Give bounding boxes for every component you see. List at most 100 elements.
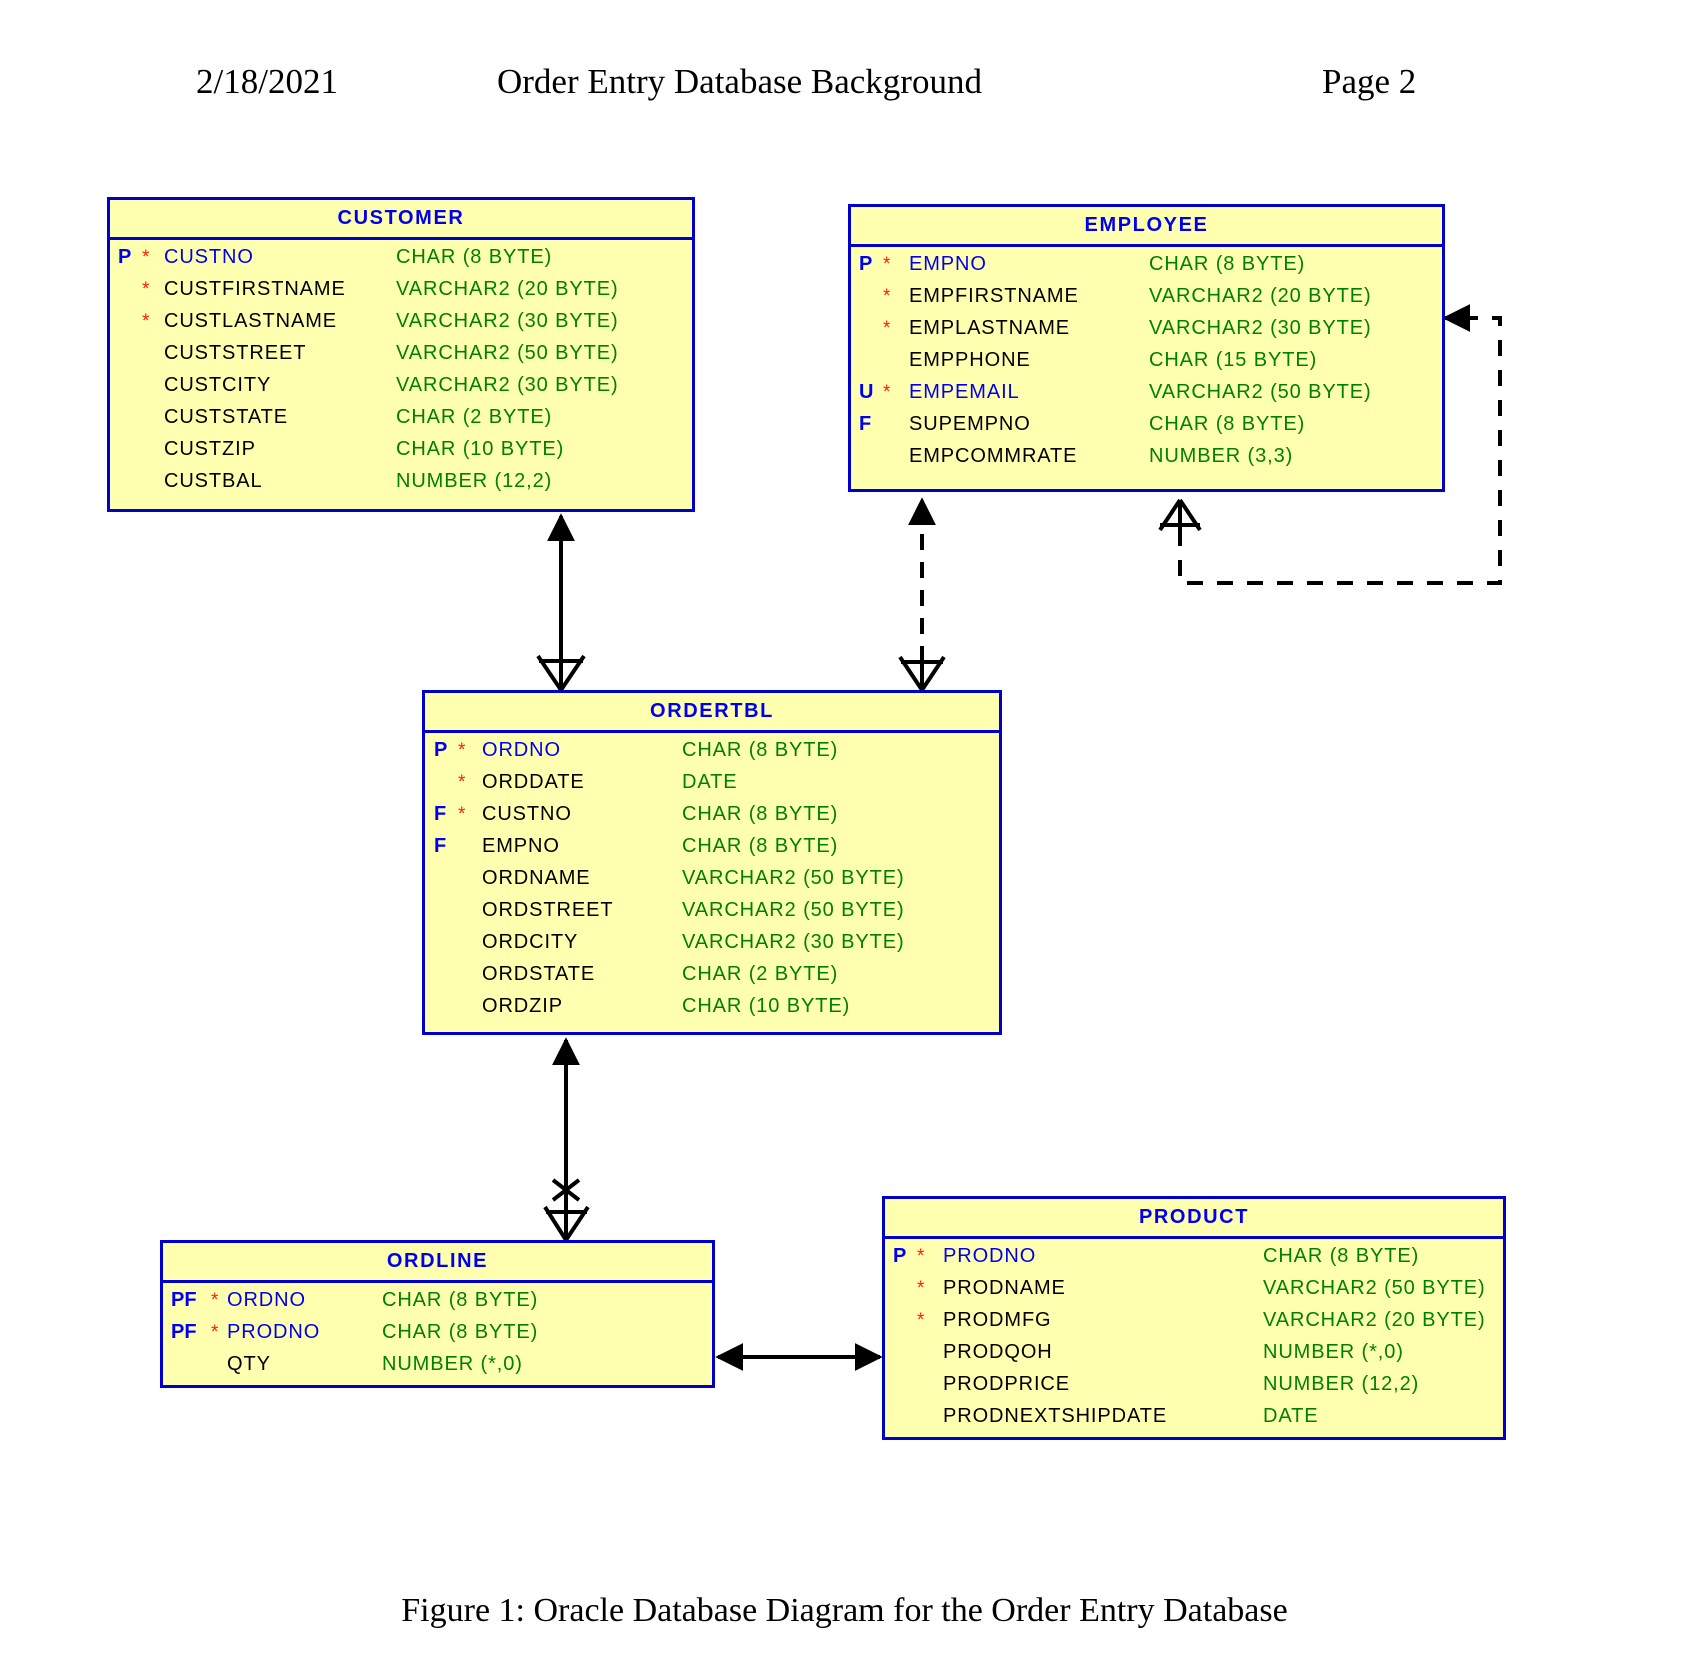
entity-title-ordline: ORDLINE <box>163 1243 712 1283</box>
entity-ordline[interactable]: ORDLINE PF * ORDNO CHAR (8 BYTE) PF * PR… <box>160 1240 715 1388</box>
attribute-name: QTY <box>227 1353 271 1375</box>
required-marker: * <box>458 804 467 825</box>
attribute-name: CUSTSTATE <box>164 406 289 428</box>
attribute-type: VARCHAR2 (30 BYTE) <box>682 931 905 953</box>
attribute-type: CHAR (15 BYTE) <box>1149 349 1318 371</box>
key-flag: F <box>434 835 448 857</box>
attribute-type: DATE <box>682 771 738 793</box>
attribute-type: NUMBER (*,0) <box>1263 1341 1404 1363</box>
attribute-type: VARCHAR2 (20 BYTE) <box>1149 285 1372 307</box>
attribute-row: QTY NUMBER (*,0) <box>163 1353 712 1385</box>
header-title: Order Entry Database Background <box>497 62 982 101</box>
attribute-name: CUSTZIP <box>164 438 256 460</box>
entity-employee[interactable]: EMPLOYEE P * EMPNO CHAR (8 BYTE) * EMPFI… <box>848 204 1445 492</box>
attribute-name: SUPEMPNO <box>909 413 1031 435</box>
attribute-row: P * ORDNO CHAR (8 BYTE) <box>425 739 999 771</box>
attribute-name: ORDNO <box>227 1289 306 1311</box>
attribute-name: PRODNEXTSHIPDATE <box>943 1405 1168 1427</box>
attribute-type: CHAR (8 BYTE) <box>396 246 553 268</box>
required-marker: * <box>917 1278 926 1299</box>
entity-attributes-ordertbl: P * ORDNO CHAR (8 BYTE) * ORDDATE DATE F… <box>425 733 999 1035</box>
attribute-type: VARCHAR2 (30 BYTE) <box>1149 317 1372 339</box>
attribute-row: ORDZIP CHAR (10 BYTE) <box>425 995 999 1027</box>
entity-customer[interactable]: CUSTOMER P * CUSTNO CHAR (8 BYTE) * CUST… <box>107 197 695 512</box>
attribute-row: * EMPFIRSTNAME VARCHAR2 (20 BYTE) <box>851 285 1442 317</box>
attribute-name: EMPNO <box>909 253 987 275</box>
attribute-name: PRODNO <box>943 1245 1037 1267</box>
required-marker: * <box>883 286 892 307</box>
required-marker: * <box>883 318 892 339</box>
connector-employee-ordertbl <box>898 497 946 692</box>
attribute-name: CUSTSTREET <box>164 342 307 364</box>
attribute-row: ORDSTATE CHAR (2 BYTE) <box>425 963 999 995</box>
attribute-row: EMPPHONE CHAR (15 BYTE) <box>851 349 1442 381</box>
attribute-row: CUSTBAL NUMBER (12,2) <box>110 470 692 502</box>
attribute-name: CUSTFIRSTNAME <box>164 278 346 300</box>
header-date: 2/18/2021 <box>196 62 338 101</box>
entity-ordertbl[interactable]: ORDERTBL P * ORDNO CHAR (8 BYTE) * ORDDA… <box>422 690 1002 1035</box>
attribute-row: PRODPRICE NUMBER (12,2) <box>885 1373 1503 1405</box>
attribute-type: NUMBER (12,2) <box>396 470 553 492</box>
attribute-type: VARCHAR2 (50 BYTE) <box>1149 381 1372 403</box>
entity-attributes-product: P * PRODNO CHAR (8 BYTE) * PRODNAME VARC… <box>885 1239 1503 1445</box>
attribute-row: EMPCOMMRATE NUMBER (3,3) <box>851 445 1442 477</box>
attribute-row: PF * ORDNO CHAR (8 BYTE) <box>163 1289 712 1321</box>
attribute-row: ORDCITY VARCHAR2 (30 BYTE) <box>425 931 999 963</box>
attribute-type: NUMBER (*,0) <box>382 1353 523 1375</box>
key-flag: P <box>434 739 449 761</box>
entity-title-ordertbl: ORDERTBL <box>425 693 999 733</box>
attribute-type: CHAR (2 BYTE) <box>682 963 839 985</box>
entity-attributes-customer: P * CUSTNO CHAR (8 BYTE) * CUSTFIRSTNAME… <box>110 240 692 510</box>
attribute-type: VARCHAR2 (30 BYTE) <box>396 374 619 396</box>
attribute-type: CHAR (8 BYTE) <box>1149 253 1306 275</box>
attribute-type: VARCHAR2 (50 BYTE) <box>682 867 905 889</box>
entity-title-customer: CUSTOMER <box>110 200 692 240</box>
attribute-name: ORDSTATE <box>482 963 596 985</box>
entity-product[interactable]: PRODUCT P * PRODNO CHAR (8 BYTE) * PRODN… <box>882 1196 1506 1440</box>
attribute-name: ORDCITY <box>482 931 579 953</box>
attribute-row: U * EMPEMAIL VARCHAR2 (50 BYTE) <box>851 381 1442 413</box>
attribute-name: ORDNO <box>482 739 561 761</box>
entity-attributes-employee: P * EMPNO CHAR (8 BYTE) * EMPFIRSTNAME V… <box>851 247 1442 485</box>
attribute-type: CHAR (8 BYTE) <box>682 803 839 825</box>
attribute-name: ORDDATE <box>482 771 585 793</box>
attribute-row: ORDSTREET VARCHAR2 (50 BYTE) <box>425 899 999 931</box>
key-flag: PF <box>171 1289 197 1311</box>
attribute-row: F SUPEMPNO CHAR (8 BYTE) <box>851 413 1442 445</box>
header-page-number: Page 2 <box>1322 62 1417 101</box>
required-marker: * <box>917 1246 926 1267</box>
attribute-name: EMPEMAIL <box>909 381 1020 403</box>
attribute-name: PRODNAME <box>943 1277 1066 1299</box>
attribute-name: EMPFIRSTNAME <box>909 285 1079 307</box>
attribute-name: CUSTNO <box>482 803 572 825</box>
attribute-name: EMPLASTNAME <box>909 317 1071 339</box>
attribute-name: PRODQOH <box>943 1341 1053 1363</box>
attribute-type: CHAR (8 BYTE) <box>682 835 839 857</box>
attribute-name: CUSTBAL <box>164 470 263 492</box>
required-marker: * <box>883 382 892 403</box>
attribute-name: PRODPRICE <box>943 1373 1071 1395</box>
attribute-row: P * CUSTNO CHAR (8 BYTE) <box>110 246 692 278</box>
attribute-type: VARCHAR2 (50 BYTE) <box>1263 1277 1486 1299</box>
key-flag: U <box>859 381 875 403</box>
attribute-type: DATE <box>1263 1405 1319 1427</box>
connector-customer-ordertbl <box>536 513 586 692</box>
attribute-name: EMPPHONE <box>909 349 1031 371</box>
attribute-type: CHAR (8 BYTE) <box>1263 1245 1420 1267</box>
attribute-name: ORDSTREET <box>482 899 614 921</box>
key-flag: P <box>859 253 874 275</box>
page-header: 2/18/2021 Order Entry Database Backgroun… <box>0 62 1689 108</box>
attribute-name: EMPCOMMRATE <box>909 445 1078 467</box>
attribute-type: VARCHAR2 (50 BYTE) <box>396 342 619 364</box>
entity-title-product: PRODUCT <box>885 1199 1503 1239</box>
key-flag: F <box>859 413 873 435</box>
attribute-type: CHAR (10 BYTE) <box>396 438 565 460</box>
required-marker: * <box>917 1310 926 1331</box>
key-flag: F <box>434 803 448 825</box>
attribute-row: PRODNEXTSHIPDATE DATE <box>885 1405 1503 1437</box>
attribute-row: * PRODMFG VARCHAR2 (20 BYTE) <box>885 1309 1503 1341</box>
key-flag: P <box>893 1245 908 1267</box>
attribute-type: NUMBER (3,3) <box>1149 445 1294 467</box>
entity-title-employee: EMPLOYEE <box>851 207 1442 247</box>
attribute-name: CUSTNO <box>164 246 254 268</box>
